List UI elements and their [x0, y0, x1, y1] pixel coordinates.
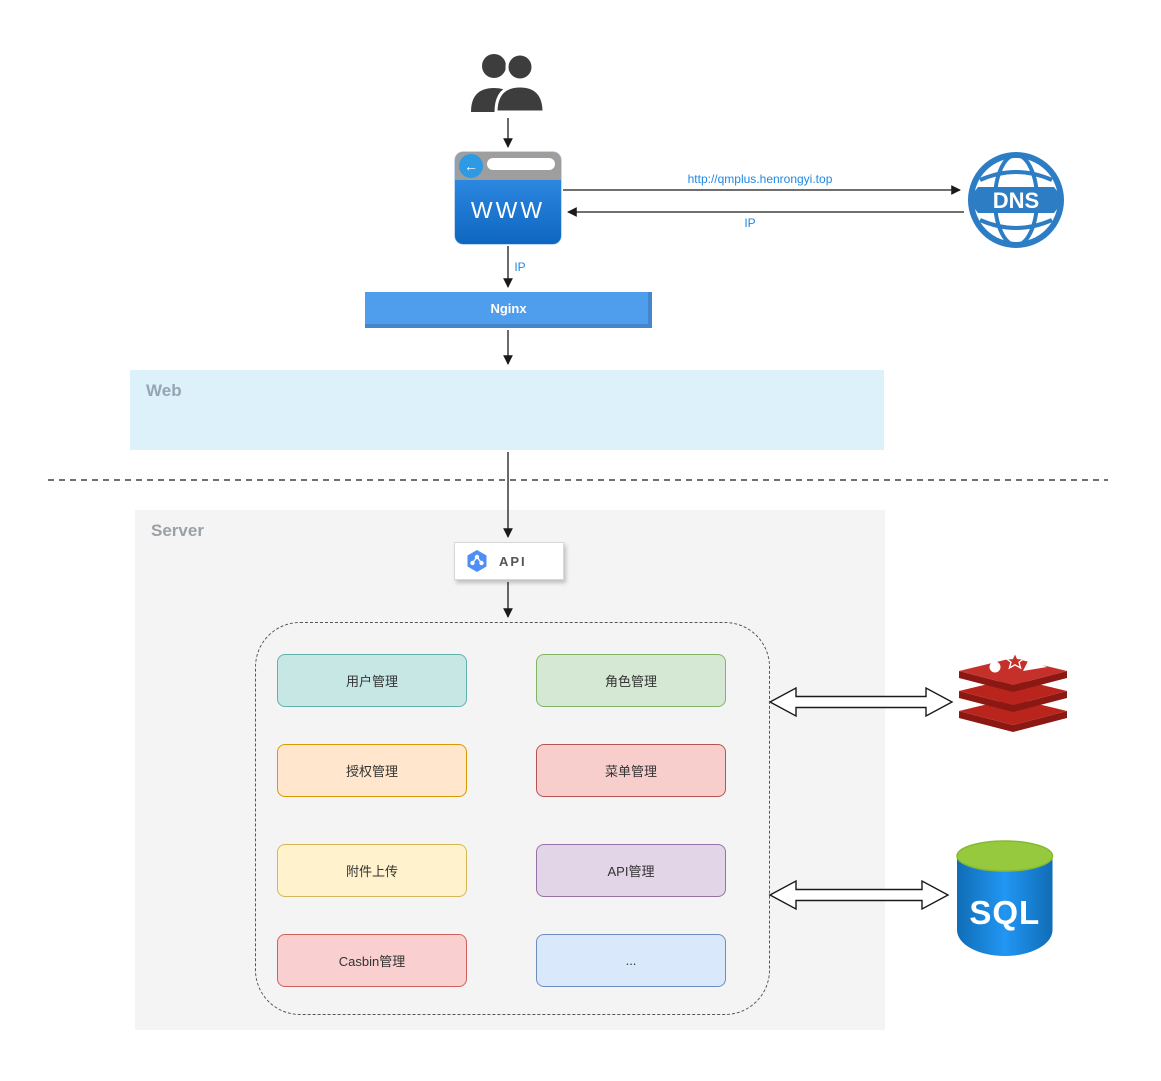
browser-nginx-ip-label: IP	[514, 260, 526, 274]
module-menu-management: 菜单管理	[536, 744, 726, 797]
browser-node: ← WWW	[455, 152, 561, 244]
browser-www-label: WWW	[455, 180, 561, 244]
module-label: API管理	[607, 864, 655, 879]
api-hexagon-icon	[467, 550, 487, 572]
module-label: 用户管理	[345, 674, 398, 689]
browser-titlebar: ←	[455, 152, 561, 180]
web-zone: Web	[130, 370, 884, 450]
module-api-management: API管理	[536, 844, 726, 897]
api-label: API	[499, 553, 527, 569]
nginx-node: Nginx	[365, 292, 652, 328]
redis-icon	[953, 650, 1073, 738]
nginx-label: Nginx	[490, 301, 527, 316]
sql-database-icon: SQL	[952, 834, 1057, 968]
browser-address-bar	[487, 158, 555, 170]
web-zone-label: Web	[146, 381, 182, 400]
modules-group-box	[255, 622, 770, 1015]
module-authorization-management: 授权管理	[277, 744, 467, 797]
module-label: 角色管理	[604, 674, 657, 689]
dns-icon: DNS	[966, 150, 1066, 250]
browser-back-icon: ←	[459, 154, 483, 178]
module-label: 附件上传	[345, 864, 398, 879]
module-label: ...	[625, 953, 637, 968]
module-attachment-upload: 附件上传	[277, 844, 467, 897]
server-zone: Server	[135, 510, 885, 1030]
module-label: 授权管理	[345, 764, 398, 779]
sql-label: SQL	[969, 894, 1040, 931]
module-casbin-management: Casbin管理	[277, 934, 467, 987]
server-zone-label: Server	[151, 521, 204, 540]
dns-request-url-label: http://qmplus.henrongyi.top	[687, 172, 833, 186]
module-more: ...	[536, 934, 726, 987]
module-label: 菜单管理	[604, 764, 657, 779]
dns-response-ip-label: IP	[744, 216, 756, 230]
module-role-management: 角色管理	[536, 654, 726, 707]
dns-label: DNS	[993, 188, 1039, 213]
users-icon	[468, 50, 548, 114]
module-user-management: 用户管理	[277, 654, 467, 707]
module-label: Casbin管理	[338, 954, 406, 969]
api-badge: API	[454, 542, 564, 580]
